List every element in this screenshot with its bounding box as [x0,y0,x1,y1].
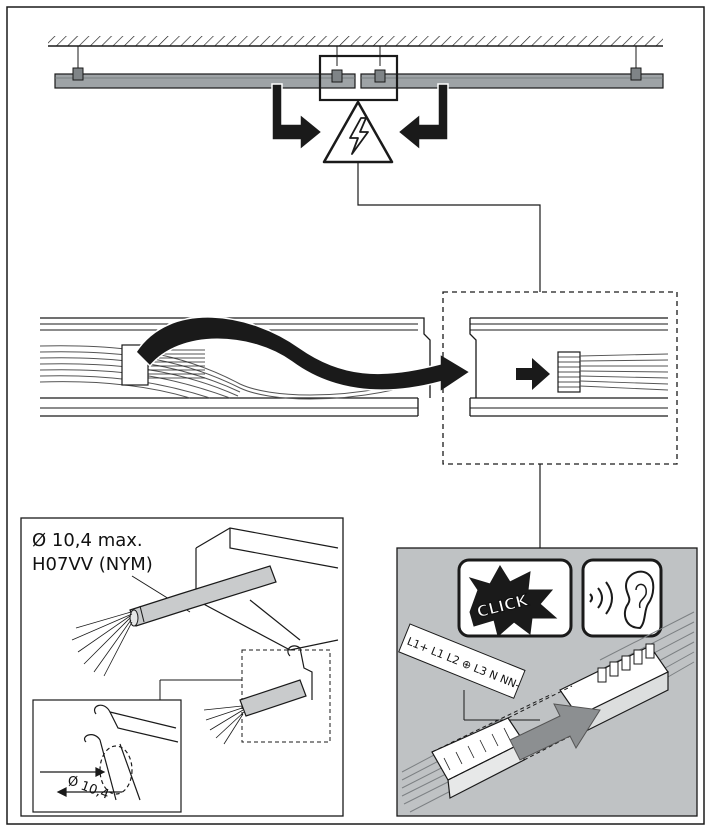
ceiling-hatch [48,36,663,46]
dimension-arrows [40,767,122,797]
cable-clip [203,645,313,745]
rail-clip [374,69,386,83]
profile-channel [195,527,339,651]
joint-highlight-box [318,54,399,102]
panel-terminal-block [559,643,669,735]
push-arrow-right [396,83,449,152]
insulated-cable [71,565,277,677]
inset-diameter-symbol: Ø [68,775,78,790]
ear-icon [581,558,663,638]
rail-clip [72,67,84,81]
move-arrow [135,316,472,394]
rail-clip [331,69,343,83]
leader-line [357,162,541,292]
insert-arrow [509,703,601,761]
right-channel-section [469,317,669,417]
arrow-icon [516,358,550,390]
clip-detail-box [241,649,331,743]
left-channel-section [39,316,472,417]
clip-dimension-inset [32,699,182,813]
ceiling-mount [48,36,663,70]
cable-type-label: H07VV (NYM) [32,554,153,575]
rail-clip [630,67,642,81]
cable-diameter-label: Ø 10,4 max. [32,530,143,551]
insertion-guides [431,685,587,781]
push-arrow-left [271,83,324,152]
click-burst-icon: CLICK [457,558,573,638]
light-rail-right [360,67,664,89]
detail-callout-box [442,291,678,465]
